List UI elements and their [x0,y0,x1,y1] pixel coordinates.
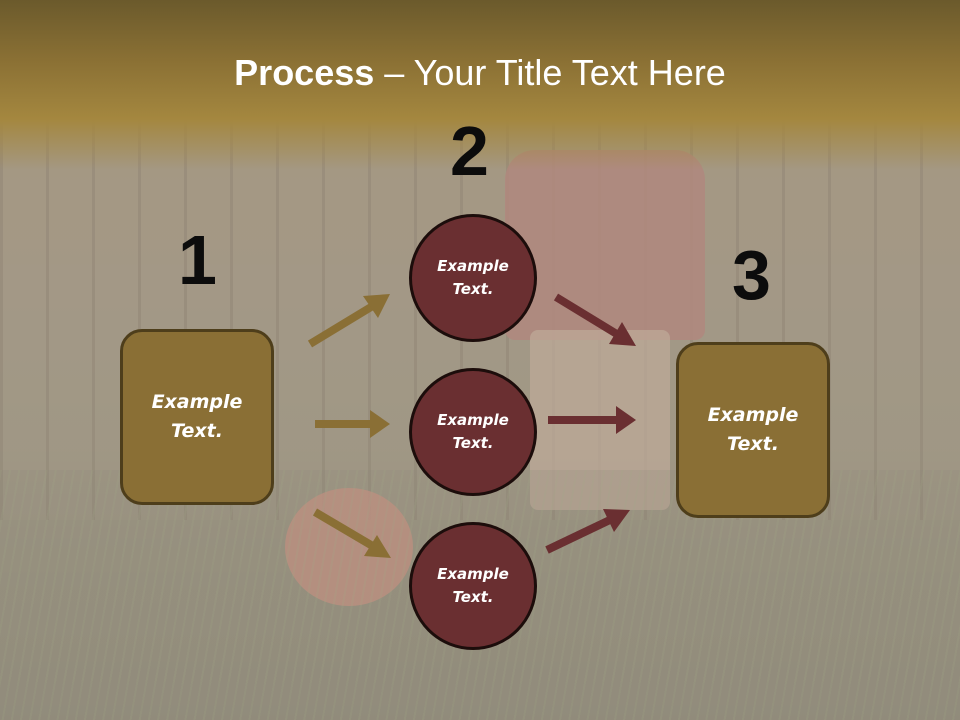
step-number-3: 3 [732,236,771,314]
arrow-bottom-to-box3 [545,509,630,554]
arrow-box1-to-middle [315,410,390,438]
circle-middle-text: Example Text. [437,411,509,452]
title-band [0,0,960,170]
step-number-1: 1 [178,221,217,299]
step-number-2: 2 [450,112,489,190]
step-2-circle-middle: Example Text. [409,368,537,496]
step-2-circle-top: Example Text. [409,214,537,342]
circle-top-text: Example Text. [437,257,509,298]
slide-title: Process – Your Title Text Here [0,52,960,94]
arrow-box1-to-bottom [312,508,391,558]
step-3-box-text: Example Text. [707,404,799,455]
step-1-box: Example Text. [120,329,274,505]
step-2-circle-bottom: Example Text. [409,522,537,650]
step-3-box: Example Text. [676,342,830,518]
circle-bottom-text: Example Text. [437,565,509,606]
arrow-middle-to-box3 [548,406,636,434]
arrow-box1-to-top [307,294,390,348]
title-bold: Process [234,52,375,93]
arrow-top-to-box3 [553,293,636,346]
title-rest: – Your Title Text Here [374,52,726,93]
step-1-box-text: Example Text. [151,391,243,442]
